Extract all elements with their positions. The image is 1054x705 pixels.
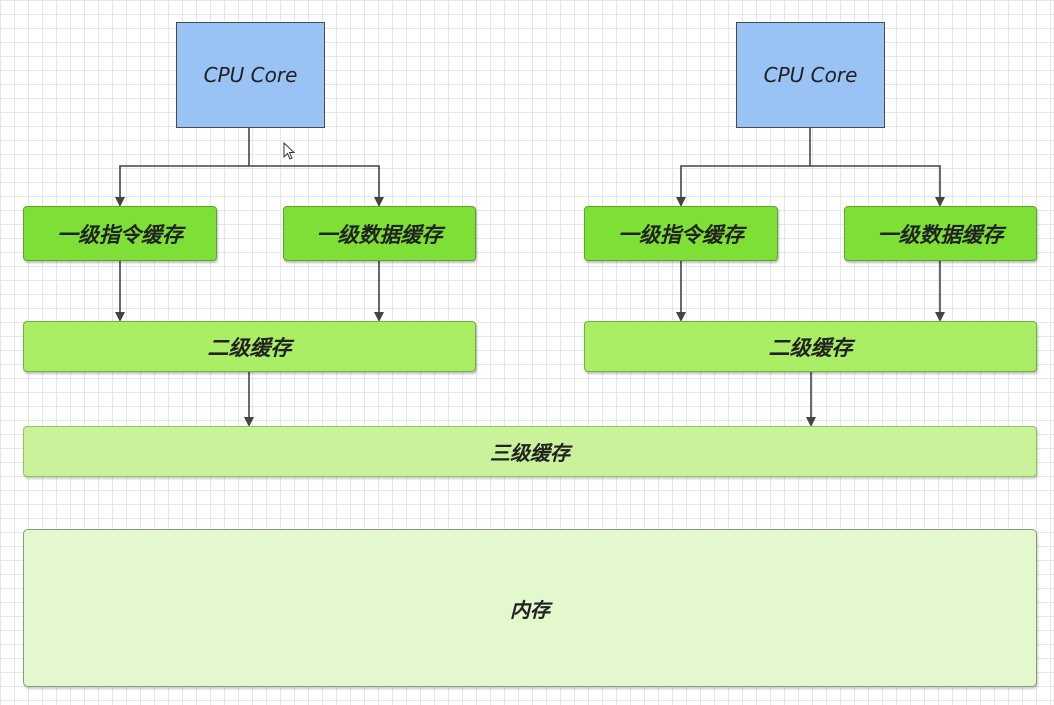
cpu-core-right[interactable]: CPU Core [736, 22, 885, 128]
l2-cache-left-label: 二级缓存 [207, 335, 292, 360]
main-memory-label: 内存 [510, 597, 550, 622]
edge-cpu-right-to-l1i [676, 165, 810, 207]
l2-cache-right-label: 二级缓存 [768, 335, 853, 360]
l1-instruction-cache-left-label: 一级指令缓存 [57, 222, 183, 247]
l1-data-cache-right-label: 一级数据缓存 [877, 222, 1004, 247]
l2-cache-right[interactable]: 二级缓存 [584, 321, 1037, 372]
l3-cache[interactable]: 三级缓存 [23, 426, 1037, 477]
l1-instruction-cache-left[interactable]: 一级指令缓存 [23, 206, 217, 261]
cpu-core-left-label: CPU Core [203, 63, 298, 87]
l3-cache-label: 三级缓存 [490, 441, 570, 465]
l1-data-cache-left-label: 一级数据缓存 [316, 222, 443, 247]
l1-instruction-cache-right-label: 一级指令缓存 [618, 222, 744, 247]
mouse-pointer-icon [283, 142, 296, 160]
cpu-core-left[interactable]: CPU Core [176, 22, 325, 128]
l1-data-cache-left[interactable]: 一级数据缓存 [283, 206, 476, 261]
main-memory[interactable]: 内存 [23, 529, 1037, 687]
edge-cpu-left-to-l1i [115, 165, 249, 207]
edge-cpu-right-to-l1d [810, 165, 945, 207]
l1-data-cache-right[interactable]: 一级数据缓存 [844, 206, 1037, 261]
edge-cpu-left-to-l1d [249, 165, 384, 207]
cpu-core-right-label: CPU Core [763, 63, 858, 87]
l1-instruction-cache-right[interactable]: 一级指令缓存 [584, 206, 778, 261]
l2-cache-left[interactable]: 二级缓存 [23, 321, 476, 372]
